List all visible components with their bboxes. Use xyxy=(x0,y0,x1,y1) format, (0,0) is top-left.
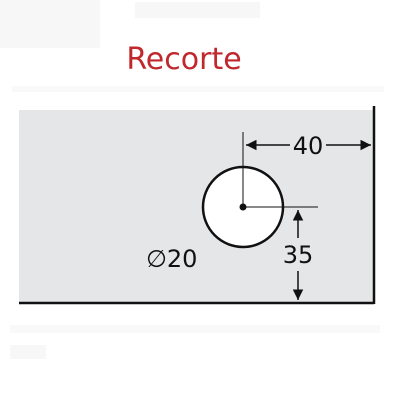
dimension-label-40: 40 xyxy=(293,132,324,160)
diameter-symbol: ∅ xyxy=(146,245,167,273)
diameter-label: ∅20 xyxy=(146,245,197,273)
background-artifact xyxy=(10,325,380,333)
background-artifact xyxy=(0,0,100,48)
dimension-label-35: 35 xyxy=(283,241,314,269)
diagram-title: Recorte xyxy=(126,42,242,77)
background-artifact xyxy=(10,345,46,359)
diameter-value: 20 xyxy=(167,245,198,273)
background-artifact xyxy=(135,2,260,18)
background-artifact xyxy=(12,86,384,92)
